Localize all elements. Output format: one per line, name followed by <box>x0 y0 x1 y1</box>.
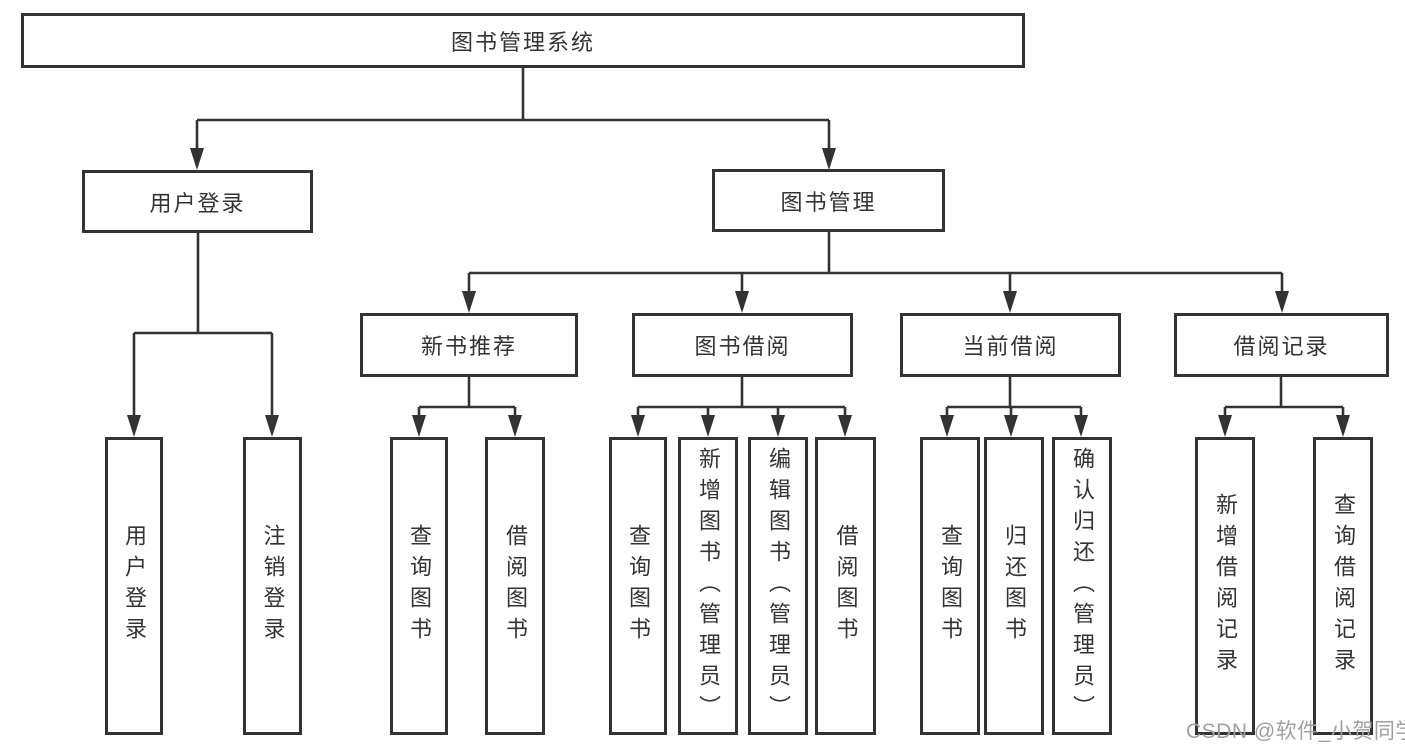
node-new-book-recommend: 新书推荐 <box>360 313 578 377</box>
node-root: 图书管理系统 <box>21 13 1025 68</box>
leaf-add-borrow-record: 新增借阅记录 <box>1195 437 1255 735</box>
connector-current-borrow <box>940 377 1088 437</box>
leaf-borrow-book: 借阅图书 <box>815 437 876 735</box>
leaf-confirm-return-admin: 确认归还（管理员） <box>1052 437 1112 735</box>
node-book-management: 图书管理 <box>712 169 945 232</box>
leaf-logout: 注销登录 <box>243 437 302 735</box>
connector-book-borrow <box>631 377 852 437</box>
watermark: CSDN @软件_小贺同学 <box>1186 720 1405 743</box>
leaf-query-borrow-record: 查询借阅记录 <box>1313 437 1373 735</box>
leaf-return-book: 归还图书 <box>984 437 1044 735</box>
connector-book-management <box>462 232 1289 313</box>
leaf-query-book-current: 查询图书 <box>920 437 980 735</box>
node-book-borrow: 图书借阅 <box>632 313 853 377</box>
leaf-edit-book-admin: 编辑图书（管理员） <box>748 437 808 735</box>
leaf-query-book-recommend: 查询图书 <box>390 437 448 735</box>
node-user-login: 用户登录 <box>82 170 313 233</box>
connector-user-login <box>127 233 279 437</box>
leaf-add-book-admin: 新增图书（管理员） <box>678 437 738 735</box>
leaf-user-login: 用户登录 <box>105 437 163 735</box>
connector-new-book-recommend <box>412 377 522 437</box>
leaf-query-book-borrow: 查询图书 <box>609 437 667 735</box>
connector-root <box>190 68 836 170</box>
connector-borrow-records <box>1218 377 1350 437</box>
node-borrow-records: 借阅记录 <box>1174 313 1389 377</box>
leaf-borrow-book-recommend: 借阅图书 <box>485 437 545 735</box>
node-current-borrow: 当前借阅 <box>900 313 1121 377</box>
